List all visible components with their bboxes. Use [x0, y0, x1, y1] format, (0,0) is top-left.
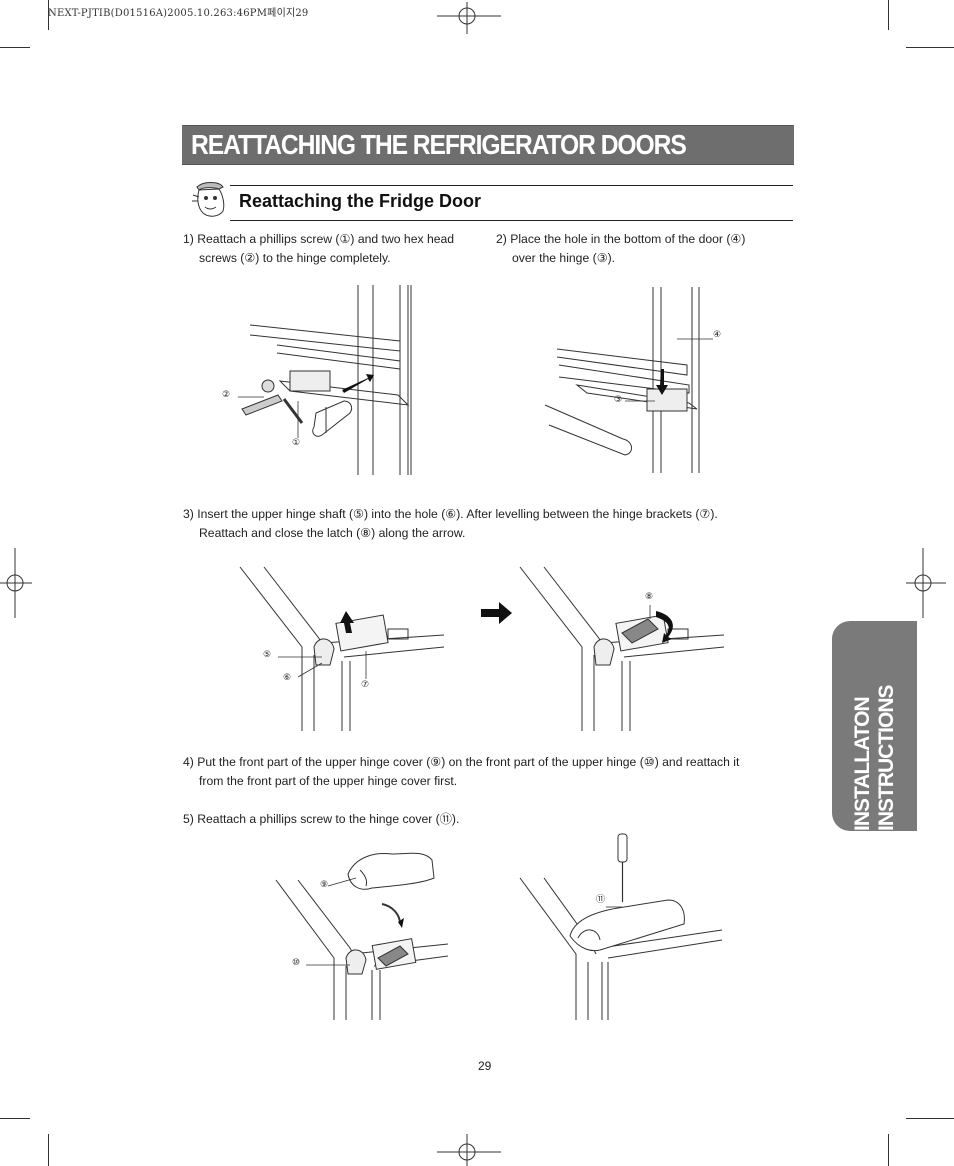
registration-mark-icon: [0, 548, 32, 618]
step-3-line-2: Reattach and close the latch (⑧) along t…: [199, 526, 466, 540]
step-5-illustration: [519, 833, 723, 1020]
arrow-right-icon: [481, 602, 512, 624]
step-1-line-1: 1) Reattach a phillips screw (①) and two…: [183, 232, 455, 246]
page-number: 29: [478, 1059, 492, 1073]
callout-1: ①: [292, 438, 301, 448]
step-4-text: 4) Put the front part of the upper hinge…: [183, 753, 803, 791]
step-3-illustration-before: [239, 566, 445, 731]
step-4-line-2: from the front part of the upper hinge c…: [199, 774, 458, 788]
step-3-line-1: 3) Insert the upper hinge shaft (⑤) into…: [183, 507, 718, 521]
step-4-illustration: [275, 852, 449, 1020]
step-3-illustration-after: [519, 566, 725, 731]
callout-11: ⑪: [596, 895, 606, 905]
step-1-line-2: screws (②) to the hinge completely.: [199, 251, 391, 265]
step-2-line-1: 2) Place the hole in the bottom of the d…: [496, 232, 746, 246]
step-1-text: 1) Reattach a phillips screw (①) and two…: [183, 230, 493, 268]
step-5-text: 5) Reattach a phillips screw to the hing…: [183, 810, 803, 829]
registration-mark-icon: [437, 1134, 501, 1166]
side-tab: INSTALLATON INSTRUCTIONS: [832, 621, 917, 831]
callout-4: ④: [713, 330, 722, 340]
step-3-text: 3) Insert the upper hinge shaft (⑤) into…: [183, 505, 803, 543]
callout-6: ⑥: [283, 673, 292, 683]
section-rule: [230, 220, 793, 221]
section-rule: [230, 185, 793, 186]
callout-8: ⑧: [645, 592, 654, 602]
step-2-line-2: over the hinge (③).: [512, 251, 616, 265]
title-bar: REATTACHING THE REFRIGERATOR DOORS: [182, 125, 794, 165]
callout-10: ⑩: [292, 958, 301, 968]
print-header: NEXT-PJTIB(D01516A)2005.10.263:46PM페이지29: [48, 8, 309, 19]
side-tab-label: INSTALLATON INSTRUCTIONS: [850, 685, 898, 832]
registration-mark-icon: [906, 548, 946, 618]
step-2-illustration: [544, 287, 713, 473]
step-1-illustration: [238, 285, 412, 475]
mascot-icon: [192, 182, 225, 217]
callout-9: ⑨: [320, 880, 329, 890]
registration-mark-icon: [437, 2, 501, 34]
callout-5: ⑤: [263, 650, 272, 660]
section-heading: Reattaching the Fridge Door: [239, 191, 482, 211]
page-title: REATTACHING THE REFRIGERATOR DOORS: [191, 129, 687, 160]
callout-7: ⑦: [361, 680, 370, 690]
step-5-line-1: 5) Reattach a phillips screw to the hing…: [183, 812, 460, 826]
step-2-text: 2) Place the hole in the bottom of the d…: [496, 230, 796, 268]
callout-3: ③: [614, 395, 623, 405]
step-4-line-1: 4) Put the front part of the upper hinge…: [183, 755, 740, 769]
callout-2: ②: [222, 390, 231, 400]
